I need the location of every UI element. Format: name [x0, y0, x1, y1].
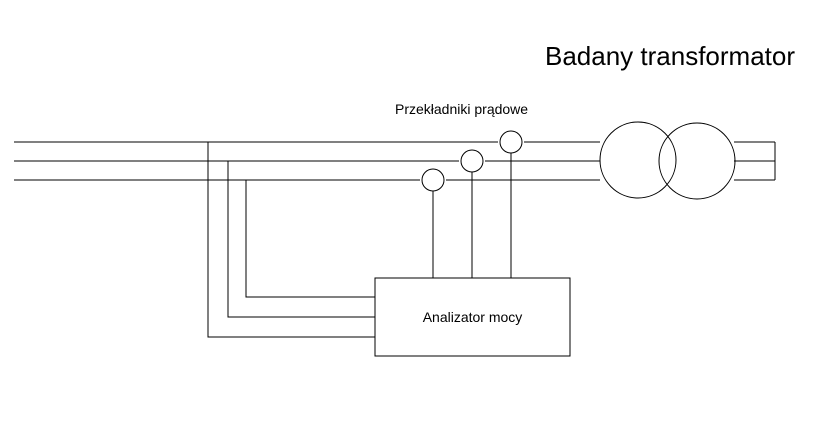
phase-lines: [14, 141, 600, 181]
voltage-lead-1: [207, 142, 375, 338]
current-transformer-2: [460, 149, 484, 173]
ct-leads: [432, 153, 512, 278]
voltage-lead-3: [245, 180, 375, 298]
secondary-winding: [658, 122, 736, 200]
transformer-title: Badany transformator: [545, 41, 795, 71]
secondary-lines: [734, 141, 776, 181]
current-transformer-1: [499, 130, 523, 154]
power-analyzer-box: [374, 277, 571, 357]
ct-label: Przekładniki prądowe: [395, 101, 528, 117]
power-analyzer-label: Analizator mocy: [423, 309, 523, 325]
current-transformer-3: [421, 168, 445, 192]
voltage-lead-2: [227, 161, 375, 318]
transformer-symbol: [599, 121, 736, 200]
voltage-leads: [207, 142, 375, 338]
primary-winding: [599, 121, 677, 199]
